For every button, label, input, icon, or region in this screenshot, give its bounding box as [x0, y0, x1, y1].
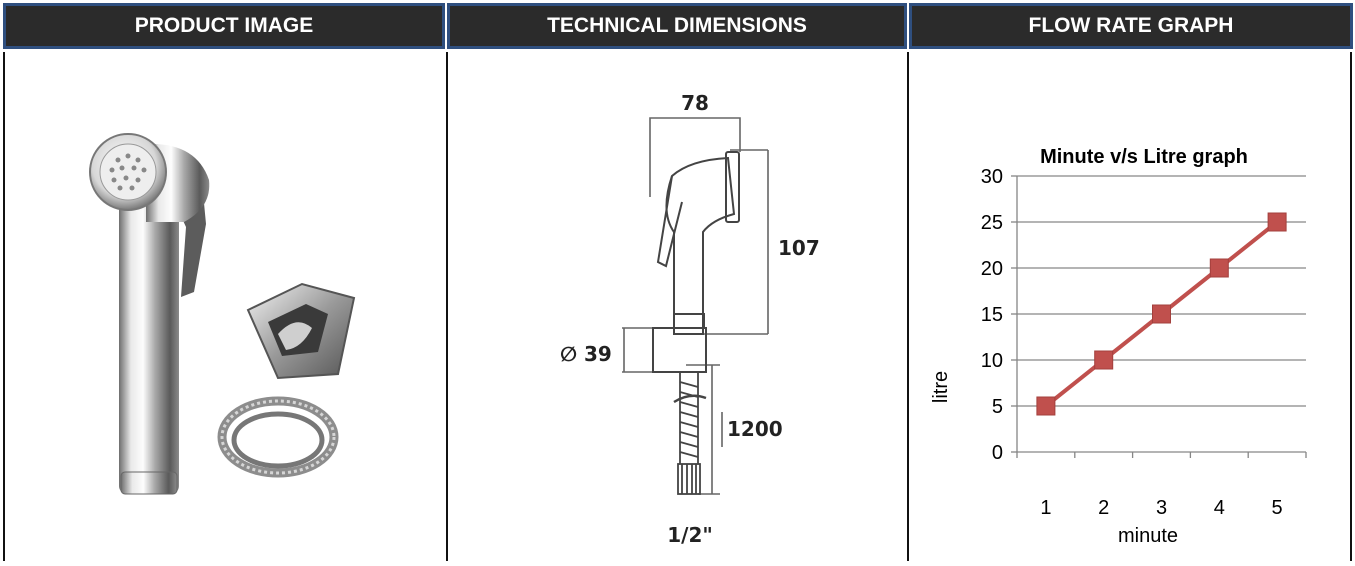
header-product-image-label: PRODUCT IMAGE	[134, 14, 314, 37]
header-flow-rate-graph-label: FLOW RATE GRAPH	[1028, 14, 1234, 37]
chart-series	[1036, 212, 1287, 416]
data-point-marker	[1267, 212, 1287, 232]
x-tick-label: 4	[1214, 497, 1225, 519]
dimension-diameter-symbol: ∅	[560, 342, 577, 366]
y-tick-label: 0	[992, 442, 1003, 464]
x-tick-label: 2	[1098, 497, 1109, 519]
hand-shower-outline	[652, 151, 740, 373]
column-divider	[3, 52, 5, 561]
y-tick-label: 10	[981, 350, 1003, 372]
x-tick-label: 5	[1272, 497, 1283, 519]
y-axis-label: litre	[930, 371, 952, 403]
x-axis-label: minute	[1118, 525, 1178, 547]
dimension-hose-length-label: 1200	[727, 417, 783, 441]
x-tick-labels: 1 2 3 4 5	[1040, 497, 1282, 519]
technical-dimensions-panel: 78 107 ∅ 39 1200 1/2"	[450, 52, 907, 561]
header-technical-dimensions: TECHNICAL DIMENSIONS	[447, 3, 907, 49]
hand-shower-illustration	[89, 133, 210, 495]
data-point-marker	[1152, 304, 1171, 324]
y-tick-label: 30	[981, 166, 1003, 188]
data-point-marker	[1209, 258, 1229, 278]
data-point-marker	[1094, 350, 1114, 370]
dimension-connector-label: 1/2"	[667, 523, 713, 547]
y-tick-label: 5	[992, 396, 1003, 418]
column-divider	[446, 52, 448, 561]
y-tick-label: 25	[981, 212, 1003, 234]
dimension-diameter-label: 39	[584, 342, 612, 366]
header-technical-dimensions-label: TECHNICAL DIMENSIONS	[547, 14, 807, 37]
y-tick-label: 20	[981, 258, 1003, 280]
product-image-panel	[6, 52, 448, 561]
flow-rate-chart: Minute v/s Litre graph 0 5 10 15 20 25 30 1 2 3 4…	[930, 146, 1307, 547]
dimension-width-label: 78	[681, 91, 709, 115]
data-point-marker	[1036, 396, 1056, 416]
y-tick-label: 15	[981, 304, 1003, 326]
wall-bracket-illustration	[246, 282, 356, 380]
hose-outline	[673, 372, 707, 495]
column-divider	[1350, 52, 1352, 561]
dimension-drawing: 78 107 ∅ 39 1200 1/2"	[560, 91, 820, 547]
x-tick-label: 3	[1156, 497, 1167, 519]
column-divider	[907, 52, 909, 561]
header-flow-rate-graph: FLOW RATE GRAPH	[909, 3, 1353, 49]
y-tick-labels: 0 5 10 15 20 25 30	[981, 166, 1003, 464]
hose-coil-illustration	[217, 396, 339, 478]
product-image	[89, 133, 356, 495]
dimension-height-label: 107	[778, 236, 820, 260]
flow-rate-panel: Minute v/s Litre graph 0 5 10 15 20 25 30 1 2 3 4…	[911, 52, 1349, 561]
header-product-image: PRODUCT IMAGE	[3, 3, 445, 49]
chart-title: Minute v/s Litre graph	[1040, 146, 1248, 168]
chart-axes	[1016, 176, 1307, 458]
x-tick-label: 1	[1040, 497, 1051, 519]
